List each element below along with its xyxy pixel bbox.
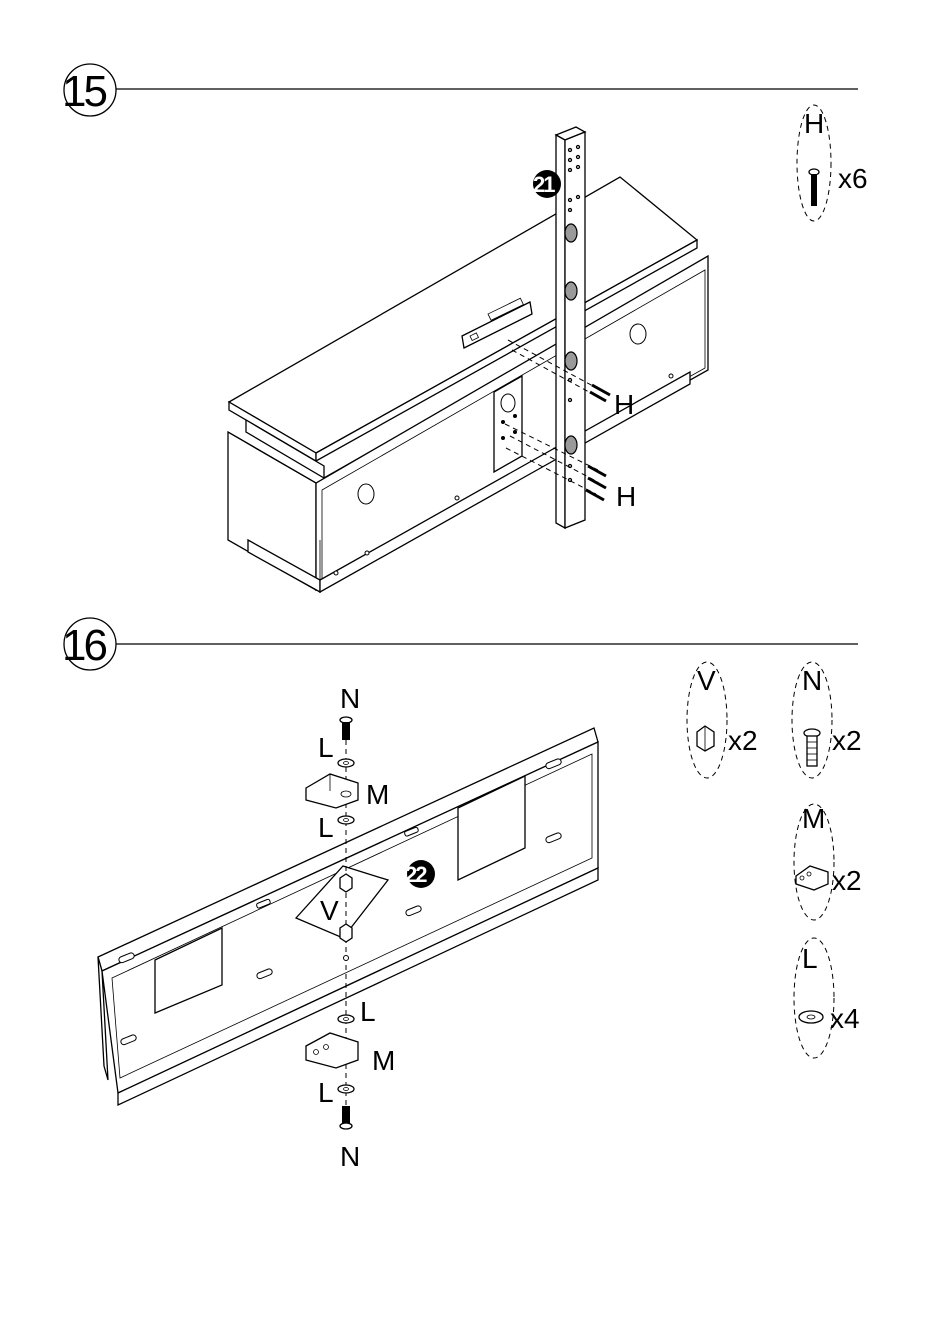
bolt-icon: [804, 729, 820, 766]
part-letter: M: [802, 803, 825, 834]
part-h: H x6: [797, 105, 868, 221]
panel-number: 22: [405, 862, 427, 887]
parts-legend-step-16: V x2 N x2 M: [687, 662, 862, 1058]
part-l: L x4: [794, 938, 860, 1058]
callout-v: V: [320, 895, 339, 926]
step-16-header: 16: [62, 618, 858, 670]
bolt-icon: [809, 169, 819, 206]
part-letter: V: [697, 665, 716, 696]
cap-nut-v-top: [340, 874, 352, 892]
step-number: 16: [62, 621, 106, 670]
step-15: 15: [62, 64, 868, 592]
callout-h: H: [614, 389, 634, 420]
panel-number-badge: 22: [405, 860, 435, 888]
step-15-header: 15: [62, 64, 858, 116]
cap-nut-icon: [697, 726, 714, 751]
washer-l: [338, 759, 354, 767]
part-letter: N: [802, 665, 822, 696]
part-letter: H: [804, 108, 824, 139]
part-quantity: x6: [838, 163, 868, 194]
bracket-m-top: [306, 774, 358, 808]
step-16: 16: [62, 618, 862, 1172]
tv-cabinet-illustration: [228, 177, 708, 592]
callout-l: L: [318, 812, 334, 843]
step-number: 15: [62, 67, 106, 116]
callout-m: M: [372, 1045, 395, 1076]
callout-l: L: [360, 996, 376, 1027]
washer-l: [338, 1085, 354, 1093]
callout-n: N: [340, 1141, 360, 1172]
part-quantity: x4: [830, 1003, 860, 1034]
panel-number: 21: [533, 172, 555, 197]
bracket-m-bottom: [306, 1033, 358, 1068]
washer-icon: [799, 1011, 823, 1023]
callout-h: H: [616, 481, 636, 512]
callout-l: L: [318, 1077, 334, 1108]
part-quantity: x2: [728, 725, 758, 756]
parts-legend-step-15: H x6: [797, 105, 868, 221]
part-quantity: x2: [832, 865, 862, 896]
panel-number-badge: 21: [533, 170, 561, 198]
bolt-n-bottom: [340, 1106, 352, 1129]
cap-nut-v-bottom: [340, 924, 352, 942]
washer-l: [338, 816, 354, 824]
washer-l: [338, 1015, 354, 1023]
door-hole: [630, 324, 646, 344]
door-hole: [358, 484, 374, 504]
callout-l: L: [318, 732, 334, 763]
part-v: V x2: [687, 662, 758, 778]
part-letter: L: [802, 943, 818, 974]
callout-m: M: [366, 779, 389, 810]
callout-n: N: [340, 683, 360, 714]
bolt-h-group-lower: [586, 466, 606, 500]
bolt-n-top: [340, 717, 352, 740]
part-quantity: x2: [832, 725, 862, 756]
part-m: M x2: [794, 803, 862, 920]
part-n: N x2: [792, 662, 862, 778]
bracket-icon: [796, 866, 828, 890]
